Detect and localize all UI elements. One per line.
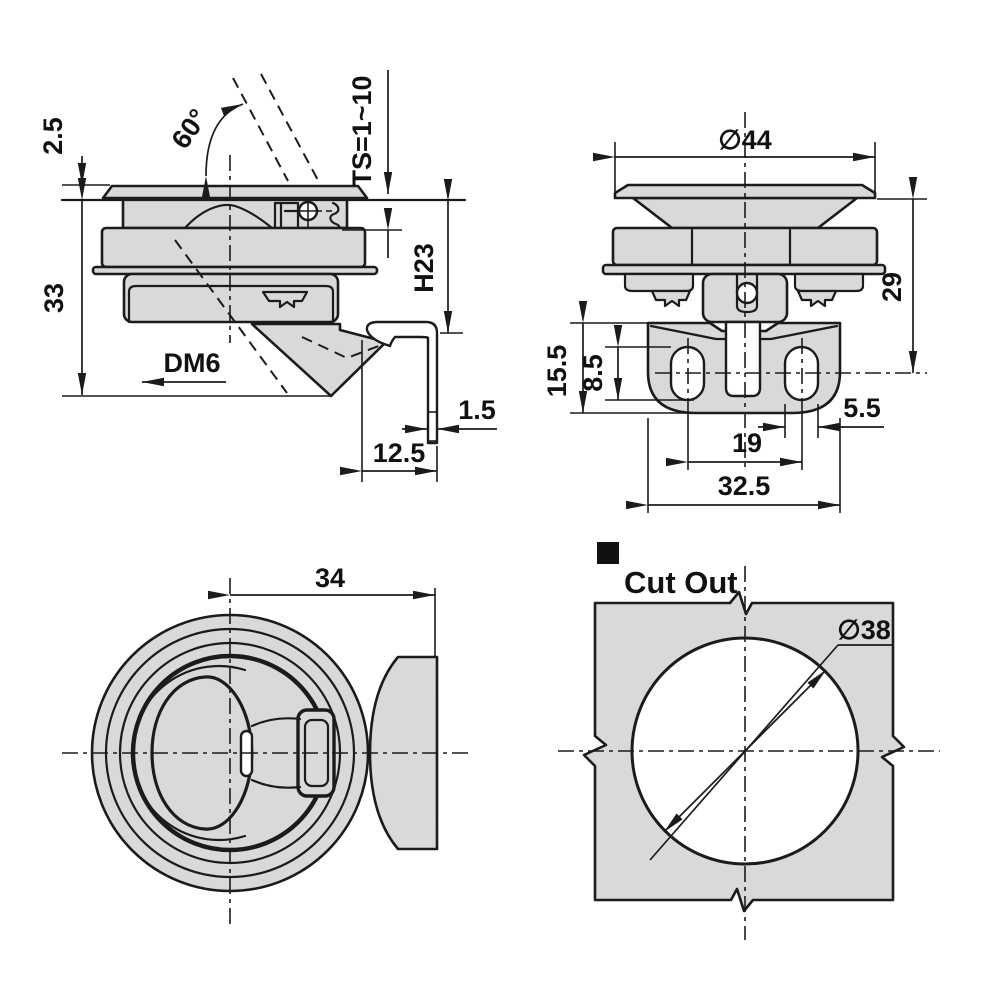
dim-plate-width: 32.5 bbox=[718, 471, 771, 501]
handle-raised-outline bbox=[232, 77, 289, 182]
front-washer bbox=[601, 263, 887, 276]
left-spring-clip bbox=[623, 272, 695, 293]
front-screw-hole bbox=[735, 281, 759, 305]
dim-panel-thickness: TS=1~10 bbox=[347, 75, 377, 186]
angle-arc bbox=[201, 103, 244, 199]
side-flange bbox=[101, 184, 369, 200]
label-thread: DM6 bbox=[163, 348, 220, 378]
cutout-label: Cut Out bbox=[624, 565, 738, 600]
dim-grip-height: H23 bbox=[409, 243, 439, 293]
front-view: ∅44 29 15.5 8.5 5.5 19 32.5 bbox=[542, 112, 927, 513]
side-cam-arm bbox=[250, 322, 388, 398]
side-slider bbox=[273, 201, 300, 230]
dim-slot-width: 5.5 bbox=[843, 393, 881, 423]
side-clip-detail bbox=[329, 201, 341, 230]
front-flange bbox=[613, 183, 877, 200]
top-view: 34 bbox=[62, 563, 472, 928]
side-nut-band bbox=[100, 226, 367, 269]
dim-flange-diameter: ∅44 bbox=[718, 125, 772, 155]
dim-total-height: 33 bbox=[39, 283, 69, 313]
right-spring-clip bbox=[793, 272, 865, 293]
side-view: 60° 2.5 33 TS=1~10 H23 DM6 1.5 12.5 bbox=[38, 70, 497, 482]
side-cam-hump bbox=[183, 203, 274, 230]
cutout-view: Cut Out ∅38 bbox=[558, 542, 940, 940]
dim-plate-height: 15.5 bbox=[542, 345, 572, 398]
dim-hole-spacing: 19 bbox=[732, 428, 762, 458]
dim-mount-height: 29 bbox=[877, 272, 907, 302]
dim-handle-angle: 60° bbox=[166, 104, 214, 155]
front-cam-tongue bbox=[724, 320, 762, 398]
keeper-bracket bbox=[365, 320, 439, 445]
side-cam-follower bbox=[261, 290, 309, 309]
side-housing bbox=[122, 272, 340, 324]
dim-flange-height: 2.5 bbox=[38, 117, 68, 155]
dim-bracket-width: 12.5 bbox=[373, 438, 426, 468]
dim-slot-length: 8.5 bbox=[578, 354, 608, 392]
dim-hole-diameter: ∅38 bbox=[837, 615, 891, 645]
section-marker-icon bbox=[597, 542, 619, 564]
dim-cam-reach: 34 bbox=[315, 563, 345, 593]
dim-bracket-thickness: 1.5 bbox=[458, 395, 496, 425]
